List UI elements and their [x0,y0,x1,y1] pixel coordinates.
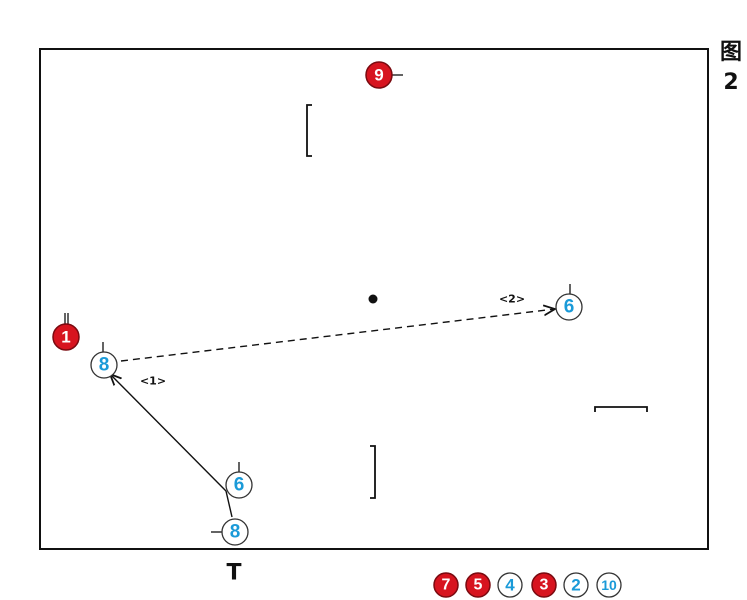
bench-player-blue-4: 4 [497,572,523,598]
player-blue-8-left: 8 [90,351,118,379]
ball [368,294,378,304]
player-blue-6-right: 6 [555,293,583,321]
player-number: 8 [99,355,110,376]
player-number: 1 [61,328,70,347]
player-number: 6 [564,297,575,318]
player-number: 4 [505,576,515,595]
player-number: 3 [540,577,549,594]
pass-label-1: <1> [140,375,166,388]
bench-player-blue-10: 10 [596,572,622,598]
player-number: 9 [374,66,383,85]
figure-label: 图2 [719,40,742,95]
bottom-goal-marker [370,445,376,499]
top-goal-marker [306,104,312,157]
player-number: 5 [474,577,483,594]
pass-label-2: <2> [499,293,525,306]
bench-player-red-5: 5 [465,572,491,598]
bench-player-red-3: 3 [531,572,557,598]
player-number: 7 [442,577,451,594]
referee-marker: T [226,561,241,586]
right-goal-marker [594,406,648,412]
pass-line-2 [120,309,555,362]
player-red-1: 1 [52,323,80,351]
bench-player-red-7: 7 [433,572,459,598]
pass-line-1-lead [225,490,233,518]
bench-player-blue-2: 2 [563,572,589,598]
player-blue-8-bottom: 8 [221,518,249,546]
player-blue-6-bottom: 6 [225,471,253,499]
court-boundary [39,48,709,550]
player-number: 2 [571,576,580,595]
player-number: 6 [234,475,245,496]
player-red-9: 9 [365,61,393,89]
pass-line-1 [110,374,227,492]
player-number: 8 [230,522,241,543]
player-number: 10 [601,577,617,593]
